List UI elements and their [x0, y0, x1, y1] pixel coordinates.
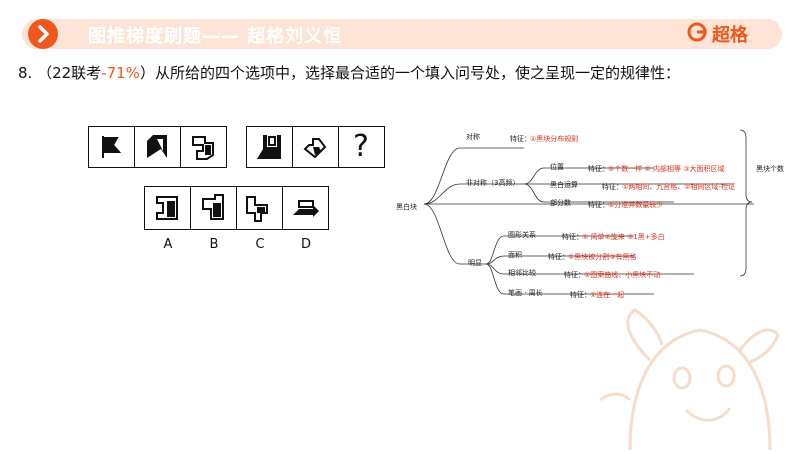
mind-map-lines	[423, 129, 754, 295]
feature-position: ①个数一样 ② 内部相等 ③大面积区域	[608, 165, 725, 173]
brand-logo-icon	[686, 21, 708, 47]
option-d-label[interactable]: D	[300, 237, 311, 252]
question-mark: ?	[353, 129, 369, 164]
node-part-count: 部分数	[550, 199, 571, 207]
figure-cell-2	[134, 126, 181, 168]
figure-cell-1	[88, 126, 135, 168]
node-black-white-calc: 黑白运算	[550, 181, 578, 189]
brand-name: 超格	[712, 25, 748, 46]
figure-cell-5	[292, 126, 339, 168]
feature-symmetry: ①黑块分布规则	[530, 135, 579, 143]
feature-label: 特征：	[570, 291, 591, 299]
mind-map: 黑白块 黑块个数 对称 特征： ①黑块分布规则 非对称（3高频） 位置 特征： …	[394, 118, 784, 300]
question-source-open: （22联考	[37, 64, 102, 82]
option-b-label[interactable]: B	[209, 237, 219, 252]
node-asymmetry: 非对称（3高频）	[466, 179, 520, 187]
figure-cell-4	[246, 126, 293, 168]
option-d-figure[interactable]	[282, 186, 329, 230]
mind-map-right-label: 黑块个数	[756, 165, 784, 173]
option-c-label[interactable]: C	[255, 237, 265, 252]
brand-logo: 超格	[686, 22, 748, 46]
accuracy-rate: -71%	[101, 64, 140, 82]
question-text: 8. （22联考-71%）从所给的四个选项中，选择最合适的一个填入问号处，使之呈…	[18, 62, 680, 83]
node-figure-relation: 图形关系	[508, 231, 536, 239]
feature-label: 特征：	[564, 271, 585, 279]
node-notable: 明显	[468, 259, 482, 267]
feature-adjacent-compare: ①图案曲线、小黑块不动	[584, 271, 661, 279]
feature-stroke-perimeter: ①连在一起	[590, 291, 625, 299]
option-a-label[interactable]: A	[163, 237, 173, 252]
option-c-figure[interactable]	[236, 186, 283, 230]
option-a-figure[interactable]	[144, 186, 191, 230]
feature-part-count: ①分准并数量较少	[608, 201, 664, 209]
question-number: 8.	[18, 64, 33, 82]
header-title: 图推梯度刷题—— 超格刘义恒	[88, 26, 343, 47]
mind-map-root: 黑白块	[396, 203, 417, 211]
feature-black-white-calc: ①两相同、九宫格、②相同区域-检证	[622, 183, 736, 191]
feature-label: 特征：	[602, 183, 623, 191]
node-position: 位置	[550, 163, 564, 171]
feature-label: 特征：	[562, 233, 583, 241]
puzzle-figure: ? A B C D	[86, 124, 394, 264]
header-bar: 图推梯度刷题—— 超格刘义恒 超格	[0, 0, 800, 50]
figure-cell-question: ?	[338, 126, 385, 168]
feature-label: 特征：	[588, 165, 609, 173]
question-source-close: ）	[139, 64, 155, 82]
node-area: 面积	[508, 251, 522, 259]
feature-label: 特征：	[588, 201, 609, 209]
feature-area: ①黑块被分割③有黑格	[568, 253, 637, 261]
node-adjacent-compare: 相邻比较	[508, 269, 536, 277]
feature-figure-relation: ① 简单②旋来 ③1黑+多白	[582, 233, 665, 241]
figure-cell-3	[180, 126, 227, 168]
mascot-watermark	[590, 300, 790, 451]
question-body: 从所给的四个选项中，选择最合适的一个填入问号处，使之呈现一定的规律性：	[154, 64, 680, 82]
feature-label: 特征：	[548, 253, 569, 261]
feature-label: 特征：	[510, 135, 531, 143]
option-b-figure[interactable]	[190, 186, 237, 230]
header-band	[22, 19, 782, 49]
node-symmetry: 对称	[466, 133, 480, 141]
play-icon[interactable]	[28, 19, 58, 49]
node-stroke-perimeter: 笔画 · 周长	[508, 289, 543, 297]
